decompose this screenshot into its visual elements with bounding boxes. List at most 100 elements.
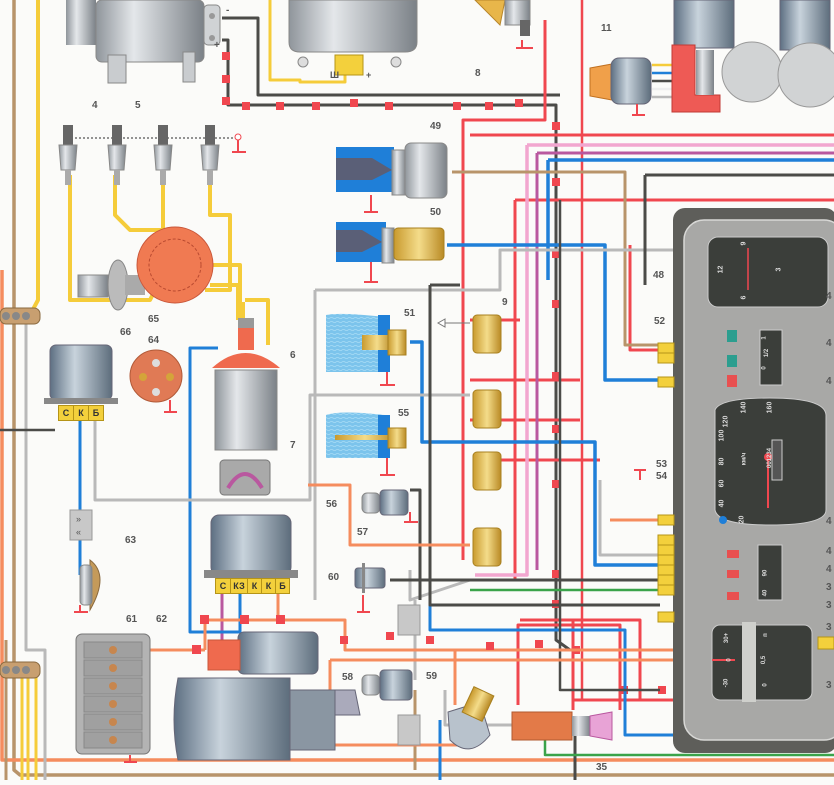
svg-text:»: » — [76, 514, 81, 524]
label-61: 61 — [126, 614, 138, 625]
pressure-tick-p: п — [762, 633, 769, 637]
label-53: 53 — [656, 459, 668, 470]
wire-grey-35 — [443, 690, 518, 727]
edge-label: 4 — [826, 291, 832, 302]
wire-black-1 — [428, 283, 660, 607]
terminal-s: С — [58, 405, 74, 421]
label-65: 65 — [148, 314, 160, 325]
label-58: 58 — [342, 672, 354, 683]
edge-label: 4 — [826, 546, 832, 557]
edge-label: 4 — [826, 516, 832, 527]
ht-lead-coil — [210, 283, 240, 320]
wire-violet — [535, 151, 834, 570]
ground-symbols — [634, 469, 646, 480]
label-51: 51 — [404, 308, 416, 319]
terminal-s: С — [215, 578, 231, 594]
terminal-k: К — [73, 405, 89, 421]
relay-66 — [44, 344, 118, 404]
label-64: 64 — [148, 335, 160, 346]
label-56: 56 — [326, 499, 338, 510]
label-60: 60 — [328, 572, 340, 583]
horn — [74, 558, 101, 613]
lamp-59 — [447, 685, 495, 750]
switch-60 — [354, 563, 386, 613]
ammeter-tick-minus30: -30 — [723, 678, 730, 688]
label-50: 50 — [430, 207, 442, 218]
starter — [173, 631, 361, 761]
speed-tick-100: 100 — [718, 429, 726, 442]
edge-label: 3 — [826, 582, 832, 593]
speed-unit: км/ч — [741, 452, 748, 466]
wire-grey-left — [24, 315, 47, 780]
edge-label: 4 — [826, 338, 832, 349]
label-49: 49 — [430, 121, 442, 132]
connectors: »« — [69, 509, 421, 746]
label-7: 7 — [290, 440, 296, 451]
battery — [75, 633, 151, 763]
wire-red-8 — [571, 620, 640, 710]
label-5: 5 — [135, 100, 141, 111]
terminal-kz: КЗ — [230, 578, 248, 594]
relays-9 — [436, 314, 502, 567]
wire-grey-1 — [315, 248, 834, 292]
wire-orange-56 — [276, 590, 690, 652]
wire-red-35 — [516, 623, 622, 710]
terminal-block-left — [0, 307, 41, 679]
instrument-cluster — [673, 208, 834, 753]
clock-num-6: 6 — [740, 295, 748, 300]
label-54: 54 — [656, 471, 668, 482]
ballast-resistor — [219, 459, 271, 496]
cluster-connectors — [657, 342, 834, 650]
wire-pink — [475, 143, 834, 577]
wire-orange-left — [0, 270, 834, 762]
terminal-plus-alt: + — [214, 40, 220, 51]
fuel-tick-0: 0 — [761, 366, 768, 370]
lamp-socket-8 — [474, 0, 533, 49]
distributor-cap-64 — [129, 349, 183, 413]
terminal-b: Б — [88, 405, 104, 421]
pressure-tick-0: 0 — [762, 683, 769, 687]
terminal-b: Б — [275, 578, 290, 594]
wire-yellow-regulator — [268, 0, 347, 84]
wire-brown-49 — [452, 170, 660, 347]
label-55: 55 — [398, 408, 410, 419]
edge-label: 4 — [826, 564, 832, 575]
switch-57 — [361, 489, 418, 523]
edge-label: 3 — [826, 600, 832, 611]
odometer: 001234 — [767, 447, 774, 469]
speed-tick-60: 60 — [718, 479, 726, 488]
wire-brown-left — [12, 0, 834, 777]
speed-tick-80: 80 — [718, 457, 726, 466]
wire-grey-4 — [598, 480, 660, 557]
terminal-k: К — [247, 578, 262, 594]
wire-orange-7 — [308, 483, 470, 547]
label-8: 8 — [475, 68, 481, 79]
wire-alt-minus — [222, 16, 560, 97]
label-35: 35 — [596, 762, 608, 773]
wire-red-5 — [628, 245, 660, 352]
speed-tick-160: 160 — [766, 401, 774, 414]
label-57: 57 — [357, 527, 369, 538]
wire-grey-66 — [93, 393, 470, 502]
terminal-k2: К — [261, 578, 276, 594]
wire-red-1 — [461, 20, 547, 560]
oil-pressure-sender — [326, 313, 407, 386]
terminal-minus: - — [226, 5, 230, 16]
switch-11 — [589, 57, 676, 116]
clock-num-9: 9 — [740, 241, 748, 246]
motor-top-right — [671, 0, 834, 113]
svg-text:«: « — [76, 527, 81, 537]
wire-blue-50 — [447, 243, 660, 382]
temp-tick-90: 90 — [762, 569, 769, 577]
wire-black-57 — [410, 488, 422, 600]
ignition-coil — [212, 318, 280, 451]
wire-black-2 — [643, 173, 834, 285]
sender-49 — [336, 142, 448, 213]
clock-num-12: 12 — [717, 265, 725, 274]
distributor — [77, 226, 214, 311]
cigarette-lighter — [511, 711, 613, 741]
voltage-regulator-56 — [204, 514, 298, 578]
label-62: 62 — [156, 614, 168, 625]
